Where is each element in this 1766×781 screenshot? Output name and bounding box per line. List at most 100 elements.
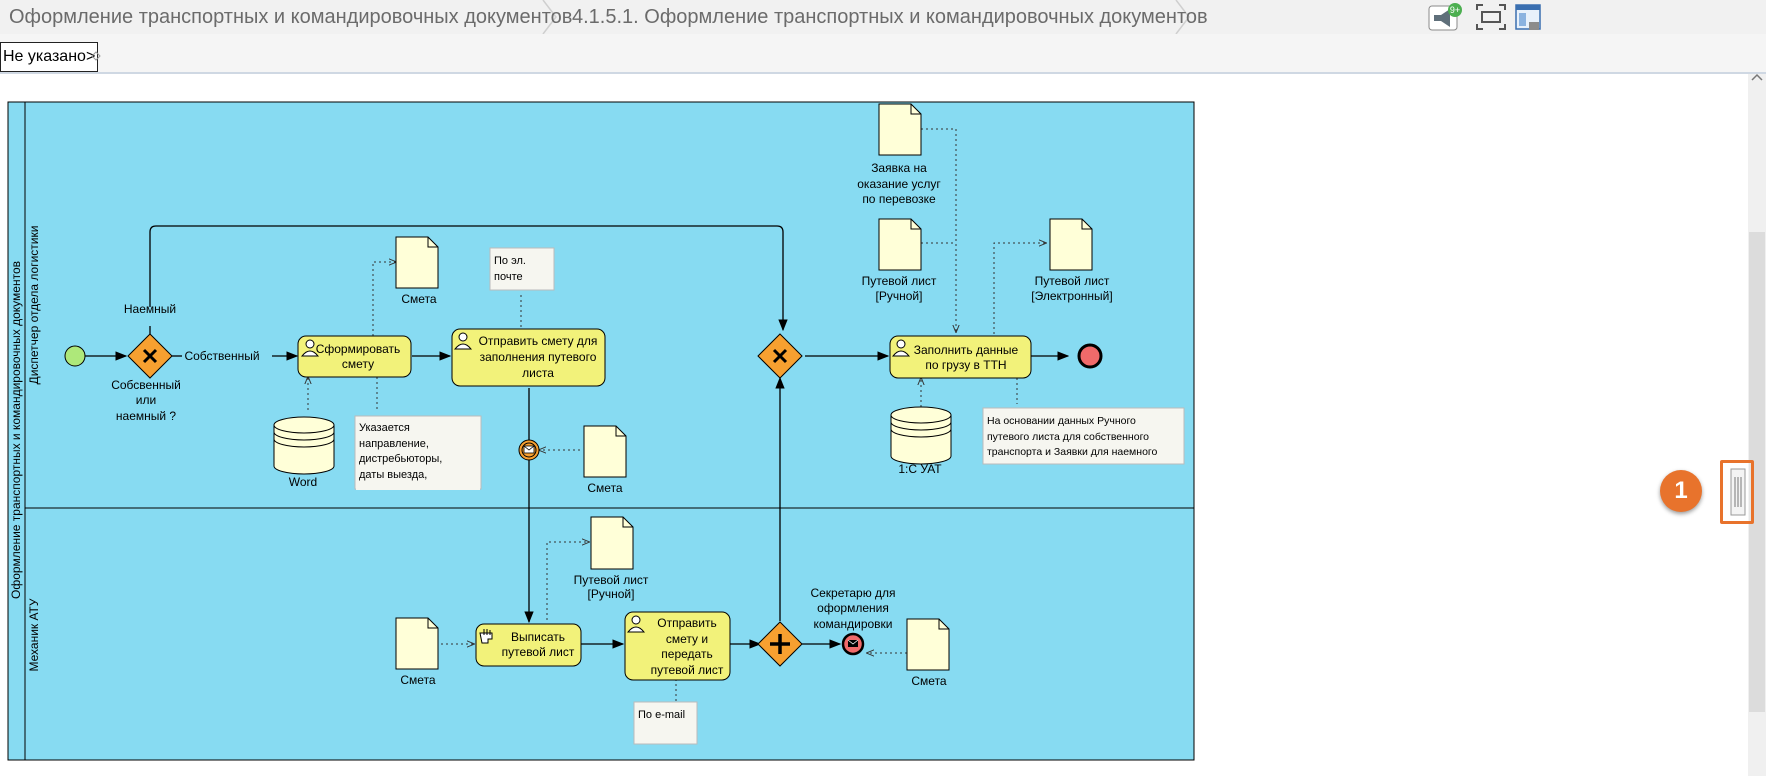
document-estimate-2-label: Смета: [587, 481, 623, 495]
document-estimate-1[interactable]: Смета: [395, 236, 439, 306]
intermediate-message-event[interactable]: [518, 439, 540, 461]
top-breadcrumb-bar: Оформление транспортных и командировочны…: [0, 0, 1766, 34]
gateway-question-1: Собсвенный: [111, 378, 181, 392]
breadcrumb-item-subprocess[interactable]: 4.1.5.1. Оформление транспортных и коман…: [572, 6, 1208, 28]
document-waybill-manual-2-label-1: Путевой лист: [862, 274, 937, 288]
breadcrumb-item-process[interactable]: Оформление транспортных и командировочны…: [9, 6, 573, 28]
task-send-estimate-label-2: заполнения путевого: [480, 350, 597, 364]
task-send-and-pass-label-2: смету и: [666, 632, 708, 646]
manual-task-icon: [479, 629, 493, 644]
document-waybill-manual-1[interactable]: Путевой лист [Ручной]: [574, 516, 649, 601]
breadcrumb-chevrons: [542, 0, 1190, 34]
notifications-count: 9+: [1450, 5, 1460, 15]
user-task-icon: [300, 339, 320, 357]
document-request-label-3: по перевозке: [862, 192, 936, 206]
fit-screen-icon: [1476, 4, 1506, 30]
task-fill-cargo-data[interactable]: Заполнить данные по грузу в ТТН: [889, 335, 1032, 379]
document-waybill-manual-2[interactable]: Путевой лист [Ручной]: [862, 218, 937, 303]
user-task-icon: [891, 339, 911, 357]
step-marker-badge: 1: [1660, 470, 1702, 512]
document-estimate-4[interactable]: Смета: [906, 618, 950, 688]
document-waybill-manual-2-label-2: [Ручной]: [876, 289, 923, 303]
annotation-by-email-1-line-1: По эл.: [494, 255, 526, 267]
user-task-icon: [626, 615, 646, 633]
datastore-word[interactable]: Word: [273, 416, 335, 489]
annotation-basis[interactable]: На основании данных Ручного путевого лис…: [982, 407, 1185, 465]
start-event[interactable]: [64, 345, 86, 367]
filter-select[interactable]: Не указано>: [0, 42, 99, 72]
scroll-up-arrow-icon[interactable]: [1748, 72, 1766, 82]
annotation-by-email-2-line: По e-mail: [638, 709, 685, 721]
document-estimate-1-label: Смета: [401, 292, 437, 306]
annotation-direction-line-1: Указается: [359, 422, 410, 434]
datastore-1c[interactable]: 1:С УАТ: [890, 406, 952, 476]
lane-label-dispatcher: Диспетчер отдела логистики: [27, 226, 41, 385]
annotation-by-email-1-line-2: почте: [494, 271, 523, 283]
end-message-event[interactable]: [841, 632, 865, 656]
document-waybill-electronic-label-2: [Электронный]: [1031, 289, 1112, 303]
associations: [308, 128, 1046, 702]
document-waybill-manual-1-label-2: [Ручной]: [588, 587, 635, 601]
notifications-button[interactable]: 9+: [1428, 2, 1462, 32]
parallel-gateway[interactable]: [757, 621, 803, 667]
msg-secretary-3: командировки: [814, 617, 893, 631]
fit-screen-button[interactable]: [1474, 2, 1508, 32]
task-create-estimate-label-1: Сформировать: [316, 342, 401, 356]
end-event[interactable]: [1077, 343, 1103, 369]
resize-grip-icon: [1730, 468, 1746, 516]
annotation-basis-line-3: транспорта и Заявки для наемного: [987, 446, 1158, 458]
task-send-estimate[interactable]: Отправить смету для заполнения путевого …: [451, 328, 606, 387]
task-write-waybill-label-2: путевой лист: [502, 645, 575, 659]
document-estimate-3[interactable]: Смета: [395, 617, 439, 687]
document-waybill-manual-1-label-1: Путевой лист: [574, 573, 649, 587]
task-fill-cargo-data-label-1: Заполнить данные: [914, 343, 1019, 357]
document-request[interactable]: Заявка на оказание услуг по перевозке: [857, 103, 941, 206]
resize-handle-highlight[interactable]: [1720, 460, 1754, 524]
annotation-direction[interactable]: Указается направление, дистребьюторы, да…: [354, 415, 482, 490]
document-waybill-electronic[interactable]: Путевой лист [Электронный]: [1031, 218, 1113, 303]
annotation-direction-line-3: дистребьюторы,: [359, 453, 442, 465]
flow-label-hired: Наемный: [124, 302, 176, 316]
bpmn-diagram: Оформление транспортных и командировочны…: [7, 101, 1195, 761]
annotation-basis-line-1: На основании данных Ручного: [987, 415, 1136, 427]
annotation-basis-line-2: путевого листа для собственного: [987, 431, 1149, 443]
annotation-by-email-2[interactable]: По e-mail: [633, 701, 698, 745]
datastore-1c-label: 1:С УАТ: [898, 462, 942, 476]
task-create-estimate[interactable]: Сформировать смету: [297, 335, 412, 378]
task-send-and-pass-label-1: Отправить: [657, 616, 717, 630]
pool-label: Оформление транспортных и командировочны…: [9, 261, 23, 599]
document-waybill-electronic-label-1: Путевой лист: [1035, 274, 1110, 288]
msg-secretary-1: Секретарю для: [810, 586, 895, 600]
lane-label-mechanic: Механик АТУ: [27, 598, 41, 671]
task-send-estimate-label-1: Отправить смету для: [479, 334, 598, 348]
document-request-label-2: оказание услуг: [857, 177, 941, 191]
annotation-by-email-1[interactable]: По эл. почте: [489, 247, 555, 291]
gateway-question-2: или: [136, 393, 156, 407]
task-fill-cargo-data-label-2: по грузу в ТТН: [925, 358, 1006, 372]
flow-label-own: Собственный: [184, 349, 259, 363]
sequence-flows: [85, 225, 1070, 649]
annotation-direction-line-4: даты выезда,: [359, 469, 427, 481]
document-estimate-3-label: Смета: [400, 673, 436, 687]
task-write-waybill[interactable]: Выписать путевой лист: [475, 623, 582, 667]
task-write-waybill-label-1: Выписать: [511, 630, 565, 644]
exclusive-gateway-own-or-hired[interactable]: [127, 333, 173, 379]
diagram-canvas[interactable]: Оформление транспортных и командировочны…: [0, 74, 1766, 776]
user-task-icon: [453, 332, 473, 350]
exclusive-gateway-merge[interactable]: [757, 333, 803, 379]
megaphone-icon: 9+: [1428, 3, 1462, 31]
task-send-and-pass-label-3: передать: [661, 647, 712, 661]
vertical-scrollbar-thumb[interactable]: [1749, 232, 1765, 712]
document-estimate-4-label: Смета: [911, 674, 947, 688]
datastore-word-label: Word: [289, 475, 317, 489]
document-estimate-2[interactable]: Смета: [583, 425, 627, 495]
layout-panel-button[interactable]: [1514, 2, 1548, 32]
msg-secretary-2: оформления: [817, 601, 889, 615]
task-send-and-pass-waybill[interactable]: Отправить смету и передать путевой лист: [624, 611, 731, 681]
annotation-direction-line-2: направление,: [359, 438, 429, 450]
task-send-estimate-label-3: листа: [522, 366, 554, 380]
task-send-and-pass-label-4: путевой лист: [651, 663, 724, 677]
filter-clear-icon[interactable]: [90, 50, 102, 62]
document-request-label-1: Заявка на: [871, 161, 927, 175]
task-create-estimate-label-2: смету: [342, 357, 374, 371]
